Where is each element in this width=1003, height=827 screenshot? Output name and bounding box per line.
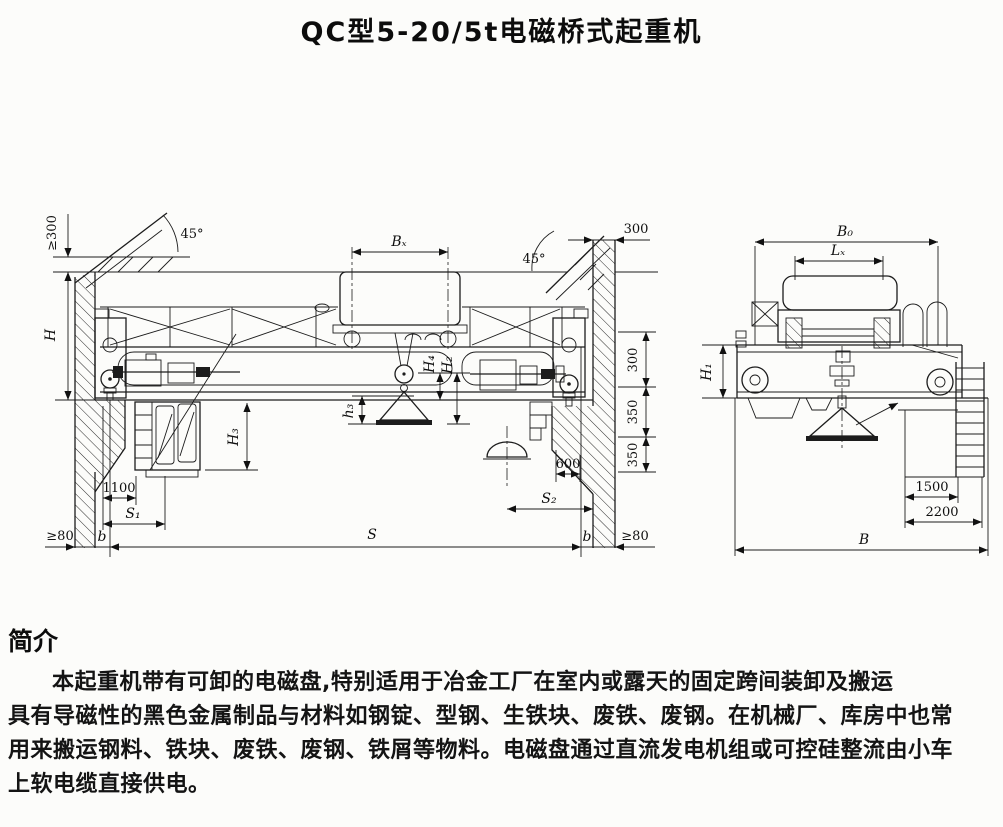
dim-h3-cap: H₃ xyxy=(226,428,242,447)
side-magnet xyxy=(806,346,878,450)
dim-h2: H₂ xyxy=(440,356,456,375)
dim-2200: 2200 xyxy=(925,505,958,520)
side-dimensions: B₀ Lₓ H₁ 1500 2200 xyxy=(699,224,989,556)
dim-b-left: b xyxy=(98,529,107,545)
dim-1500: 1500 xyxy=(915,480,948,495)
dim-600: 600 xyxy=(556,457,581,472)
right-end-truck xyxy=(552,308,589,398)
dome-magnet xyxy=(483,426,531,488)
dim-h3-small: h₃ xyxy=(341,403,357,418)
runway-rails xyxy=(103,387,576,407)
intro-paragraph: 本起重机带有可卸的电磁盘,特别适用于冶金工厂在室内或露天的固定跨间装卸及搬运 具… xyxy=(8,666,993,802)
driver-cab xyxy=(134,333,237,478)
dim-s1: S₁ xyxy=(125,506,140,522)
front-view: 45° 45° xyxy=(43,212,658,557)
dim-b: B xyxy=(858,532,869,548)
left-roof-slope: 45° xyxy=(74,212,204,289)
dim-right-300: 300 xyxy=(626,348,641,373)
dim-1100: 1100 xyxy=(102,481,135,496)
left-wall xyxy=(74,272,126,548)
intro-line-3: 用来搬运钢料、铁块、废铁、废钢、铁屑等物料。电磁盘通过直流发电机组或可控硅整流由… xyxy=(8,738,954,763)
dim-top-right-300: 300 xyxy=(624,222,649,237)
dim-ge80-right: ≥80 xyxy=(621,529,648,544)
side-girder xyxy=(736,344,988,426)
dim-angle-left: 45° xyxy=(180,227,203,242)
dim-b-right: b xyxy=(583,529,592,545)
intro-line-4: 上软电缆直接供电。 xyxy=(8,772,211,797)
dim-right-350a: 350 xyxy=(626,400,641,425)
side-view: B₀ Lₓ H₁ 1500 2200 xyxy=(699,224,989,556)
dim-right-350b: 350 xyxy=(626,443,641,468)
intro-section: 简介 本起重机带有可卸的电磁盘,特别适用于冶金工厂在室内或露天的固定跨间装卸及搬… xyxy=(8,622,993,802)
dim-ge300: ≥300 xyxy=(45,215,60,251)
left-end-truck xyxy=(94,308,127,399)
dim-h1: H₁ xyxy=(699,363,715,382)
intro-line-1: 本起重机带有可卸的电磁盘,特别适用于冶金工厂在室内或露天的固定跨间装卸及搬运 xyxy=(52,670,894,695)
handrail xyxy=(100,303,585,347)
travel-machinery-right xyxy=(470,359,566,391)
dim-s: S xyxy=(367,527,377,543)
trolley xyxy=(332,247,468,352)
side-trolley xyxy=(735,275,948,349)
intro-heading: 简介 xyxy=(8,627,59,656)
roof-lines xyxy=(53,256,658,273)
dim-bx: Bₓ xyxy=(390,234,406,250)
dim-h4: H₄ xyxy=(422,355,438,374)
intro-line-2: 具有导磁性的黑色金属制品与材料如钢锭、型钢、生铁块、废铁、废钢。在机械厂、库房中… xyxy=(8,704,954,729)
right-wall xyxy=(529,240,616,548)
front-dimensions: ≥300 H Bₓ 300 H₄ H₂ xyxy=(43,214,656,557)
travel-machinery-left xyxy=(112,353,240,387)
page-title: QC型5-20/5t电磁桥式起重机 xyxy=(300,17,703,48)
dim-angle-right: 45° xyxy=(522,252,545,267)
dim-s2: S₂ xyxy=(541,491,557,507)
hoist-magnet xyxy=(376,332,432,425)
dim-lx: Lₓ xyxy=(830,243,845,259)
ladder xyxy=(904,362,985,478)
dim-b0: B₀ xyxy=(836,224,853,240)
dim-h: H xyxy=(43,328,59,342)
crane-drawing: 45° 45° xyxy=(43,212,989,557)
dim-ge80-left: ≥80 xyxy=(46,529,73,544)
